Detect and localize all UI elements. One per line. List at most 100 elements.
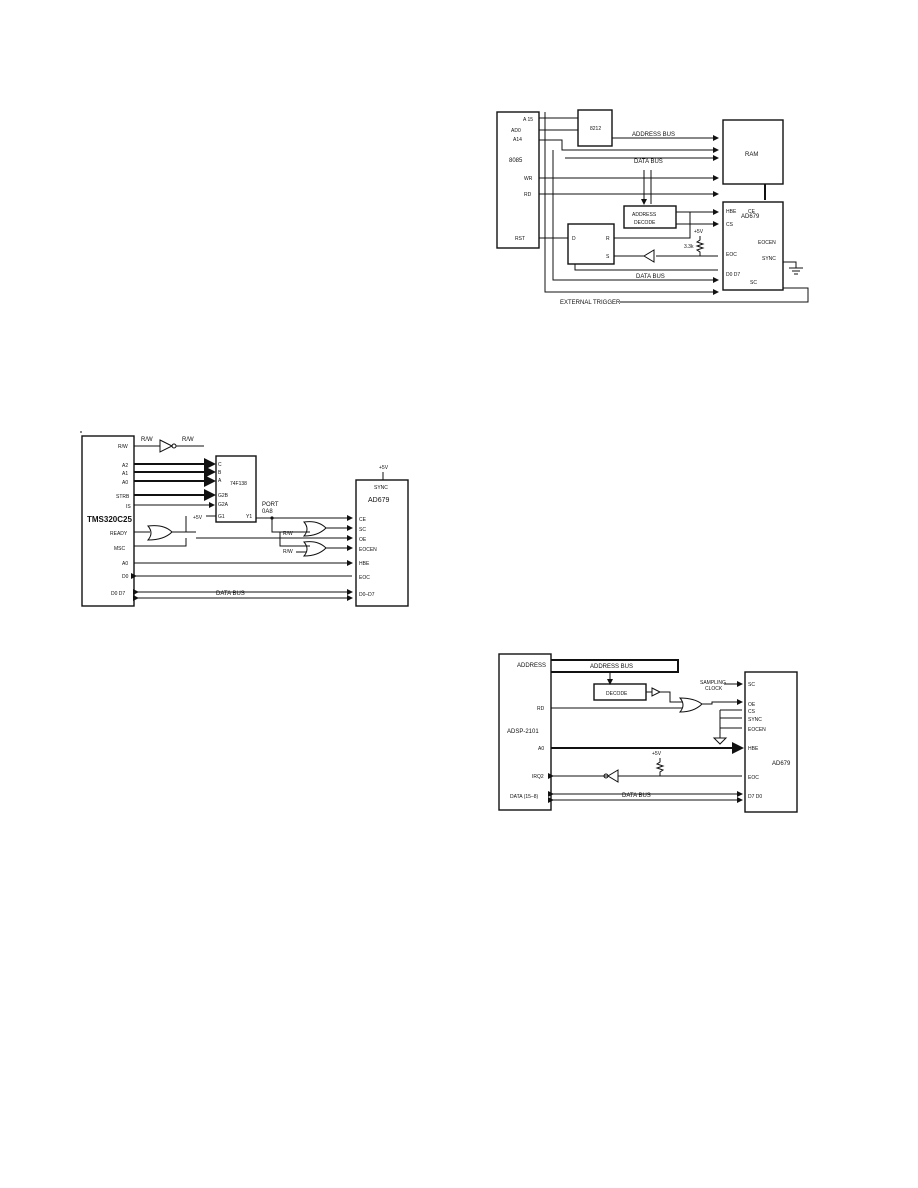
dec-pin-c: C bbox=[218, 462, 222, 468]
adc2-pin-d0d7: D0–D7 bbox=[359, 592, 375, 598]
sampling-label: SAMPLING bbox=[700, 680, 726, 686]
cpu-adsp2101-block bbox=[498, 653, 552, 811]
adc-label-3: AD679 bbox=[772, 761, 791, 767]
decode-label-2: DECODE bbox=[634, 220, 656, 226]
decoder-74f138-block bbox=[215, 455, 257, 523]
cpu-tms320c25-block bbox=[81, 435, 135, 607]
adc2-pin-eocen: EOCEN bbox=[359, 547, 377, 553]
pin-a14: A14 bbox=[513, 137, 522, 143]
rw-output-label: R/W bbox=[182, 437, 194, 443]
adc3-pin-sc: SC bbox=[748, 682, 755, 688]
tms-pin-strb: STRB bbox=[116, 494, 130, 500]
dec-pin-g2a: G2A bbox=[218, 502, 229, 508]
tms-pin-ready: READY bbox=[110, 531, 128, 537]
adc3-pin-d7d0: D7 D0 bbox=[748, 794, 762, 800]
address-bus-label: ADDRESS BUS bbox=[632, 132, 675, 138]
decode-label-3: DECODE bbox=[606, 691, 628, 697]
adc1-pin-cs: CS bbox=[726, 222, 734, 228]
resistor-label: 3.3k bbox=[684, 244, 694, 250]
address-bus-label-3: ADDRESS BUS bbox=[590, 664, 633, 670]
adc3-pin-sync: SYNC bbox=[748, 717, 762, 723]
adc1-pin-sync: SYNC bbox=[762, 256, 776, 262]
adc-label-1: AD679 bbox=[741, 214, 760, 220]
address-decode-block bbox=[623, 205, 677, 229]
adc1-pin-eoc: EOC bbox=[726, 252, 737, 258]
adc2-pin-ce: CE bbox=[359, 517, 367, 523]
adc3-pin-cs: CS bbox=[748, 709, 756, 715]
latch-block bbox=[577, 109, 613, 147]
diagram-8085-interface: 8085 A 15 AD0 A14 WR RD RST 8212 ADDRESS… bbox=[496, 109, 809, 306]
tms-pin-d0: D0 bbox=[122, 574, 129, 580]
adc2-pin-eoc: EOC bbox=[359, 575, 370, 581]
pin-rd: RD bbox=[524, 192, 532, 198]
cpu-tms320c25-label: TMS320C25 bbox=[87, 515, 132, 524]
adc-ad679-block-1 bbox=[722, 201, 784, 291]
adsp-pin-irq2: IRQ2 bbox=[532, 774, 544, 780]
sync-pullup-label: +5V bbox=[379, 465, 389, 471]
adsp-pin-data: DATA (15–8) bbox=[510, 794, 538, 800]
adc1-pin-ce: CE bbox=[748, 209, 756, 215]
diagram-tms320c25-interface: TMS320C25 R/W A2 A1 A0 STRB IS READY MSC… bbox=[80, 431, 409, 607]
ram-block bbox=[722, 119, 784, 185]
clock-label: CLOCK bbox=[705, 686, 723, 692]
cpu-8085-label: 8085 bbox=[509, 158, 523, 164]
flipflop-block bbox=[567, 223, 615, 265]
port-label: PORT bbox=[262, 502, 279, 508]
data-bus-label-2: DATA BUS bbox=[216, 591, 245, 597]
tms-pin-a2: A2 bbox=[122, 463, 128, 469]
diagram-adsp2101-interface: ADDRESS RD ADSP-2101 A0 IRQ2 DATA (15–8)… bbox=[498, 653, 798, 813]
adsp-pin-address: ADDRESS bbox=[517, 663, 546, 669]
ram-label: RAM bbox=[745, 152, 758, 158]
rw-input-label: R/W bbox=[141, 437, 153, 443]
adc2-pin-sc: SC bbox=[359, 527, 366, 533]
adsp-pin-a0: A0 bbox=[538, 746, 544, 752]
decode-label-1: ADDRESS bbox=[632, 212, 657, 218]
data-bus-label-3: DATA BUS bbox=[622, 793, 651, 799]
tms-pin-rw: R/W bbox=[118, 444, 128, 450]
adc-label-2: AD679 bbox=[368, 497, 390, 504]
adc1-pin-eocen: EOCEN bbox=[758, 240, 776, 246]
adc2-pin-oe: OE bbox=[359, 537, 367, 543]
data-bus-label-bottom: DATA BUS bbox=[636, 274, 665, 280]
dec-pin-a: A bbox=[218, 478, 222, 484]
adc-ad679-block-2 bbox=[355, 479, 409, 607]
ff-pin-s: S bbox=[606, 254, 610, 260]
adc1-pin-hbe: HBE bbox=[726, 209, 737, 215]
gate2-rw-label: R/W bbox=[283, 549, 293, 555]
pin-wr: WR bbox=[524, 176, 533, 182]
ff-pin-r: R bbox=[606, 236, 610, 242]
dec-pullup-label: +5V bbox=[193, 515, 203, 521]
pin-a15: A 15 bbox=[523, 117, 533, 123]
latch-label: 8212 bbox=[590, 126, 601, 132]
dec-pin-b: B bbox=[218, 470, 222, 476]
dec-pin-y1: Y1 bbox=[246, 514, 252, 520]
tms-pin-a0-lower: A0 bbox=[122, 561, 128, 567]
gate1-rw-label: R/W bbox=[283, 531, 293, 537]
tms-pin-d0d7: D0 D7 bbox=[111, 591, 125, 597]
dec-pin-g2b: G2B bbox=[218, 493, 229, 499]
adsp-pin-rd: RD bbox=[537, 706, 545, 712]
adc3-pin-oe: OE bbox=[748, 702, 756, 708]
adc-ad679-block-3 bbox=[744, 671, 798, 813]
tms-pin-a1: A1 bbox=[122, 471, 128, 477]
adc3-pin-eocen: EOCEN bbox=[748, 727, 766, 733]
dec-pin-g1: G1 bbox=[218, 514, 225, 520]
pullup-label-1: +5V bbox=[694, 229, 704, 235]
port-address-label: 0A8 bbox=[262, 509, 273, 515]
adc3-pin-eoc: EOC bbox=[748, 775, 759, 781]
sync-label-2: SYNC bbox=[374, 485, 388, 491]
pin-rst: RST bbox=[515, 236, 525, 242]
cpu-8085-block bbox=[496, 111, 540, 249]
adc1-pin-sc: SC bbox=[750, 280, 757, 286]
cpu-adsp2101-label: ADSP-2101 bbox=[507, 729, 539, 735]
external-trigger-label: EXTERNAL TRIGGER bbox=[560, 300, 621, 306]
pin-ad0: AD0 bbox=[511, 128, 521, 134]
tms-pin-is: IS bbox=[126, 504, 131, 510]
ff-pin-d: D bbox=[572, 236, 576, 242]
tms-pin-msc: MSC bbox=[114, 546, 126, 552]
decoder-label: 74F138 bbox=[230, 481, 247, 487]
pullup-label-3: +5V bbox=[652, 751, 662, 757]
tms-pin-a0: A0 bbox=[122, 480, 128, 486]
adc2-pin-hbe: HBE bbox=[359, 561, 370, 567]
